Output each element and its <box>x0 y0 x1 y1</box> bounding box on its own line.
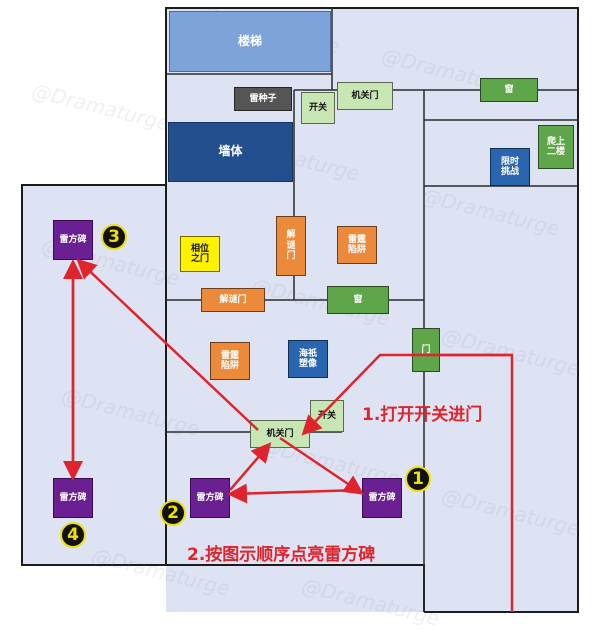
wall-block: 墙体 <box>168 122 293 182</box>
switch-bottom: 开关 <box>310 400 344 432</box>
stairs-block: 楼梯 <box>169 11 331 72</box>
stele-3: 雷方碑 <box>53 220 93 260</box>
window-middle: 窗 <box>327 286 389 314</box>
go-up-floor2: 爬上 二楼 <box>538 125 574 169</box>
marker-2: 2 <box>160 500 186 526</box>
stele-4: 雷方碑 <box>53 478 93 518</box>
seaweed-statue: 海祇 塑像 <box>288 340 328 378</box>
time-challenge: 限时 挑战 <box>490 148 530 186</box>
mech-door-bottom: 机关门 <box>250 420 310 448</box>
instruction-step2: 2.按图示顺序点亮雷方碑 <box>187 545 376 565</box>
puzzle-door-vertical: 解 谜 门 <box>276 216 306 276</box>
thunder-trap-1: 雷霆 陷阱 <box>337 226 377 264</box>
puzzle-door-horizontal: 解谜门 <box>201 288 265 312</box>
mech-door-top: 机关门 <box>337 82 393 110</box>
thunder-seed: 雷种子 <box>234 87 292 111</box>
switch-top: 开关 <box>301 92 335 124</box>
stele-2: 雷方碑 <box>190 478 230 518</box>
phase-door: 相位 之门 <box>180 236 220 272</box>
thunder-trap-2: 雷霆 陷阱 <box>210 342 250 380</box>
instruction-step1: 1.打开开关进门 <box>362 405 483 425</box>
door-right: 门 <box>412 328 440 372</box>
stele-1: 雷方碑 <box>362 478 402 518</box>
marker-1: 1 <box>405 466 431 492</box>
marker-3: 3 <box>101 224 127 250</box>
west-wing-floor <box>22 185 168 565</box>
marker-4: 4 <box>60 522 86 548</box>
window-top-right: 窗 <box>480 78 538 102</box>
